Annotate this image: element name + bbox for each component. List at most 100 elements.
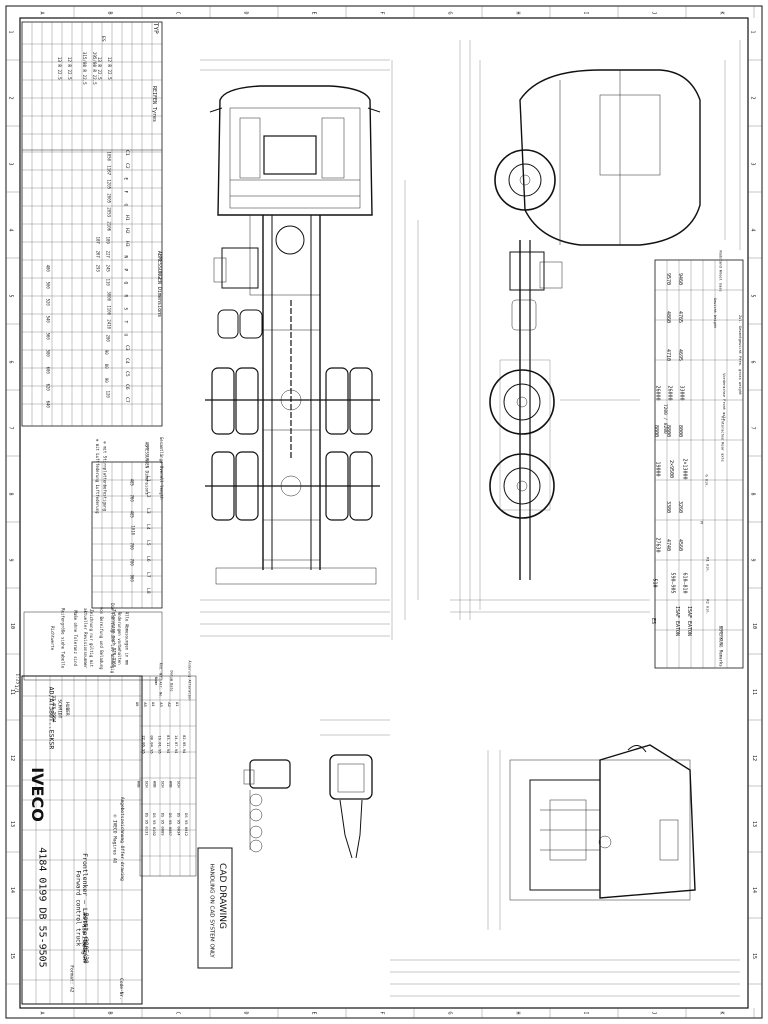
- zone-number-right: 7: [750, 426, 756, 429]
- zone-number-left: 13: [9, 821, 15, 827]
- weights-value: 4560: [677, 539, 683, 551]
- dimension-code: G: [123, 204, 129, 207]
- length-code: L8: [145, 588, 151, 594]
- dimension-code: R: [123, 295, 129, 298]
- dimension-code: P: [123, 269, 129, 272]
- weights-value: 8800: [665, 425, 671, 437]
- zone-letter-top: G: [447, 11, 453, 14]
- weights-col-header: R2 min.: [706, 599, 710, 614]
- header-typ: TYP: [152, 23, 159, 34]
- row-value: 110: [105, 279, 110, 287]
- zone-number-right: 2: [750, 96, 756, 99]
- note-line: aktueller Revisionsnummer: [83, 608, 88, 669]
- copyright: © IVECO Magirus AG: [112, 814, 118, 863]
- side-value: 500: [45, 282, 50, 290]
- revision-cell: 22.06.95: [142, 735, 147, 753]
- zone-number-right: 10: [751, 623, 757, 629]
- cad-code: ISO 2768-m: [81, 925, 87, 952]
- side-value: 480: [45, 265, 50, 273]
- dimension-code: E: [123, 178, 129, 181]
- zone-letter-top: H: [515, 11, 521, 14]
- zone-number-right: 4: [750, 228, 756, 231]
- row-value: 227: [105, 251, 110, 259]
- row-value: 80: [104, 364, 109, 369]
- weights-value: 4695: [677, 349, 683, 361]
- weights-value: 4765: [677, 311, 683, 323]
- zone-letter-bottom: J: [651, 1011, 657, 1014]
- row-tyre: 12 R 22.5: [107, 57, 112, 80]
- zone-number-left: 4: [8, 228, 14, 231]
- checked-by: HUBER: [64, 702, 70, 716]
- revision-cell: 02.05.94: [182, 735, 187, 754]
- zone-letter-bottom: D: [243, 1011, 249, 1014]
- row-value: 2106: [107, 221, 112, 231]
- plan-view-drawing: [200, 59, 419, 640]
- dimension-code: C4: [124, 358, 130, 364]
- weights-value: 4710: [665, 349, 671, 361]
- row-value: 2005: [107, 193, 112, 203]
- note-line: Alle Abmessungen in mm: [124, 612, 129, 666]
- length-value: 960: [129, 575, 134, 583]
- dimension-code: C1: [124, 150, 130, 156]
- revision-cell: A4: [151, 702, 156, 707]
- zone-letter-top: D: [243, 11, 249, 14]
- length-value: 760: [129, 495, 134, 503]
- note-line: Die Fahrzeughöhe ist abhängig: [110, 603, 115, 673]
- zone-number-left: 6: [8, 360, 14, 363]
- revision-header: Änd.-Nr. Alt. No.: [158, 663, 163, 699]
- row-value: 1100: [107, 305, 112, 315]
- dimension-code: S: [123, 308, 129, 311]
- row-value: 1205: [107, 179, 112, 189]
- row-tyre: 315/80 R 22.5: [82, 52, 87, 85]
- revision-header: Name: [154, 677, 158, 685]
- length-code: L1: [145, 476, 151, 482]
- zone-number-left: 7: [8, 426, 14, 429]
- row-value: 189: [105, 237, 110, 245]
- weights-value: 2×13000: [682, 458, 688, 479]
- dimension-code: T: [123, 321, 129, 324]
- side-value: 580: [45, 350, 50, 358]
- format-label: Format: A2: [69, 965, 75, 992]
- weights-value: 510: [652, 578, 658, 587]
- inner-border: [19, 17, 749, 1009]
- zone-number-left: 11: [9, 689, 15, 695]
- zone-number-right: 8: [750, 492, 756, 495]
- revision-cell: A3: [159, 702, 164, 707]
- row-tyre: 13 R 22.5: [57, 57, 62, 80]
- zone-number-left: 3: [8, 162, 14, 165]
- zone-letter-top: B: [107, 11, 113, 14]
- note-line: Änderungen vorbehalten: [117, 612, 122, 666]
- dimension-code: H2: [124, 228, 130, 234]
- length-value: 780: [129, 559, 134, 567]
- weights-value: 4860: [665, 311, 671, 323]
- revision-cell: A1: [175, 702, 180, 707]
- weights-value: 8800: [653, 425, 659, 437]
- doc-type: Angebotszeichnung Offer drawing: [119, 797, 125, 881]
- row-value: 3000: [107, 291, 112, 301]
- row-value: 280: [105, 335, 110, 343]
- weights-value: ISAF EATON: [686, 606, 692, 636]
- revision-cell: 08.04.95: [150, 735, 155, 753]
- note-line: Maße ohne Toleranz sind: [73, 611, 78, 667]
- length-code: L7: [145, 572, 151, 578]
- row-model: ES: [100, 36, 106, 42]
- revision-cell: DS 95 0089: [160, 813, 165, 837]
- sheet-value: 1/1: [13, 685, 19, 693]
- dimension-code: F: [123, 191, 129, 194]
- dimension-code: N: [123, 256, 129, 259]
- weights-value: 590–905: [670, 572, 676, 593]
- zone-letter-top: F: [379, 11, 385, 14]
- variant: Baust. 380E/38: [82, 913, 89, 964]
- zone-number-left: 8: [8, 492, 14, 495]
- zone-number-right: 14: [751, 887, 757, 893]
- side-value: 620: [45, 384, 50, 392]
- revision-cell: SCH: [160, 781, 165, 789]
- date-value: 22.03.1994: [51, 695, 57, 722]
- zone-number-left: 10: [9, 623, 15, 629]
- length-value: 780: [129, 543, 134, 551]
